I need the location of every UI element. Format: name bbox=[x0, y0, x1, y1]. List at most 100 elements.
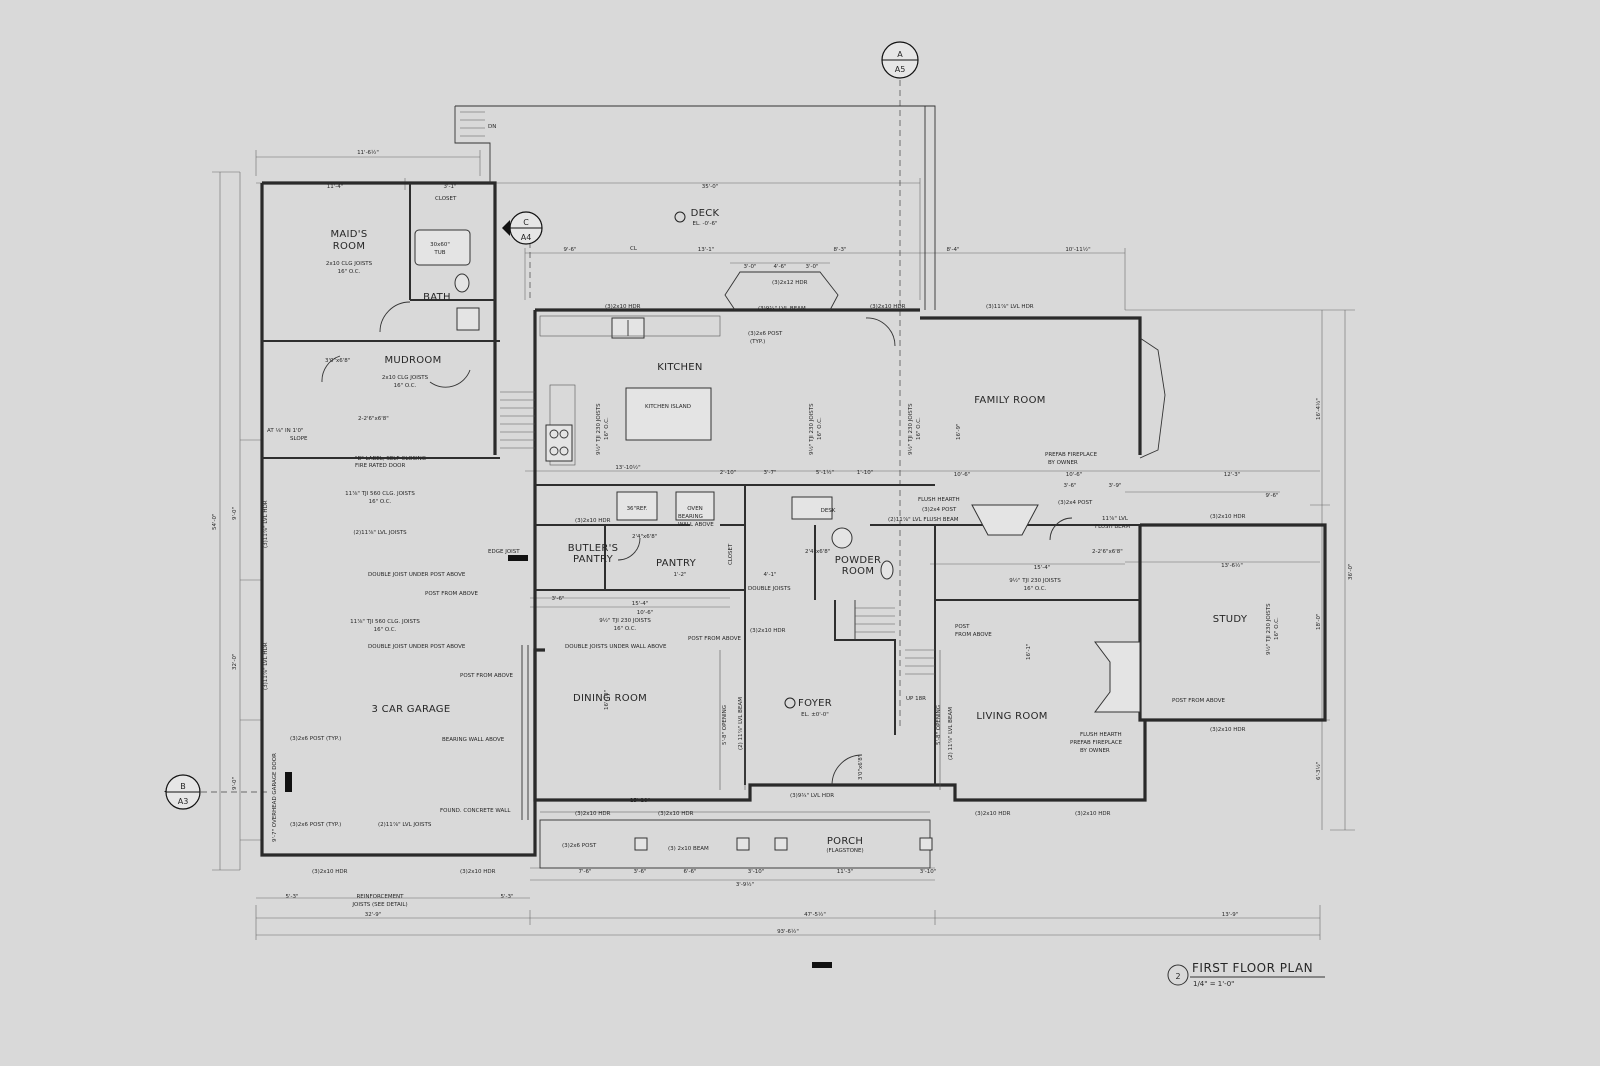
room-label-maids-2: ROOM bbox=[333, 241, 366, 252]
note: POST FROM ABOVE bbox=[688, 636, 741, 642]
dim: 9'-0" bbox=[232, 507, 238, 520]
dim: 11'-4" bbox=[327, 184, 344, 190]
note: 9½" TJI 230 JOISTS bbox=[808, 403, 815, 455]
dim: 12'-3" bbox=[1224, 472, 1241, 478]
note: 16" O.C. bbox=[1024, 586, 1047, 592]
note: BY OWNER bbox=[1048, 460, 1078, 466]
note: 2x10 CLG JOISTS bbox=[382, 375, 429, 381]
dim: 3'-10" bbox=[920, 869, 937, 875]
dimension-text: 11'-6½" 11'-4" 3'-1" 35'-0" 9'-6" 13'-1"… bbox=[212, 149, 1354, 935]
note: DOUBLE JOIST UNDER POST ABOVE bbox=[368, 644, 466, 650]
room-label-bath: BATH bbox=[423, 292, 451, 303]
room-label-powder-2: ROOM bbox=[842, 566, 875, 577]
note: 16" O.C. bbox=[916, 417, 922, 440]
note: 5'-8" OPENING bbox=[722, 705, 728, 745]
note: (3)2x10 HDR bbox=[750, 628, 786, 634]
note: FROM ABOVE bbox=[955, 632, 992, 638]
note: POST FROM ABOVE bbox=[425, 591, 478, 597]
note: FLUSH BEAM bbox=[1095, 524, 1130, 530]
deck-elevation: EL. -0'-6" bbox=[692, 221, 717, 227]
note: (3)2x10 HDR bbox=[575, 811, 611, 817]
note: (3)2x10 HDR bbox=[1210, 514, 1246, 520]
note: (3)11⅞" LVL HDR bbox=[263, 500, 269, 548]
dim: 11'-3" bbox=[837, 869, 854, 875]
section-marker-a3[interactable]: B A3 bbox=[164, 774, 201, 810]
note: DOUBLE JOISTS bbox=[748, 586, 791, 592]
note: REINFORCEMENT bbox=[356, 894, 404, 900]
note: (3)2x10 HDR bbox=[658, 811, 694, 817]
dim: 6'-6" bbox=[683, 869, 696, 875]
note: BY OWNER bbox=[1080, 748, 1110, 754]
dim: 3'-9½" bbox=[736, 881, 754, 888]
note: (3)11⅞" LVL HDR bbox=[986, 304, 1034, 310]
note: (3)2x10 HDR bbox=[460, 869, 496, 875]
dim: 32'-0" bbox=[232, 653, 238, 670]
porch-flagstone: (FLAGSTONE) bbox=[826, 848, 863, 854]
drawing-number: 2 bbox=[1175, 972, 1180, 981]
note: 16" O.C. bbox=[614, 626, 637, 632]
dim: 54'-0" bbox=[212, 513, 218, 530]
marker-letter: C bbox=[523, 218, 529, 227]
room-label-foyer: FOYER bbox=[798, 698, 832, 709]
dim: 3'-6" bbox=[633, 869, 646, 875]
note: SLOPE bbox=[290, 436, 308, 442]
structural-notes: 2x10 CLG JOISTS 16" O.C. 2x10 CLG JOISTS… bbox=[263, 124, 1280, 908]
dim: 5'-1½" bbox=[816, 469, 834, 476]
room-label-dining: DINING ROOM bbox=[573, 693, 647, 704]
dim: 5'-3" bbox=[500, 894, 513, 900]
note: (3)11⅞" LVL HDR bbox=[263, 642, 269, 690]
dim: 15'-4" bbox=[632, 601, 649, 607]
room-label-garage: 3 CAR GARAGE bbox=[372, 704, 451, 715]
dim: 15'-4" bbox=[1034, 565, 1051, 571]
room-label-closet: CLOSET bbox=[435, 196, 457, 202]
dim: 13'-10½" bbox=[615, 464, 640, 471]
note: POST bbox=[955, 624, 970, 630]
note: (3)2x4 POST bbox=[922, 507, 957, 513]
note: 2x10 CLG JOISTS bbox=[326, 261, 373, 267]
tub-label-2: TUB bbox=[433, 250, 445, 256]
dim: 9'-6" bbox=[563, 247, 576, 253]
note: 16" O.C. bbox=[338, 269, 361, 275]
note: (3)2x10 HDR bbox=[1210, 727, 1246, 733]
room-label-kitchen: KITCHEN bbox=[657, 362, 702, 373]
note: 16" O.C. bbox=[394, 383, 417, 389]
note: (3)2x10 HDR bbox=[575, 518, 611, 524]
note: (3) 2x10 BEAM bbox=[668, 846, 709, 852]
room-label-family: FAMILY ROOM bbox=[974, 395, 1045, 406]
note: FLUSH HEARTH bbox=[918, 497, 960, 503]
dim: 8'-3" bbox=[833, 247, 846, 253]
room-label-deck: DECK bbox=[691, 208, 720, 219]
note: 16" O.C. bbox=[369, 499, 392, 505]
note: CL bbox=[630, 246, 638, 252]
dim: 4'-6" bbox=[773, 264, 786, 270]
dim: 16'-9" bbox=[956, 423, 962, 440]
dim: 3'-0" bbox=[805, 264, 818, 270]
note: JOISTS (SEE DETAIL) bbox=[351, 902, 407, 908]
note: WALL ABOVE bbox=[678, 522, 714, 528]
dim: 15'-10" bbox=[630, 798, 650, 804]
note: BEARING WALL ABOVE bbox=[442, 737, 505, 743]
note: DN bbox=[488, 124, 496, 130]
drawing-title-text: FIRST FLOOR PLAN bbox=[1192, 961, 1313, 975]
note: (3)2x6 POST bbox=[748, 331, 783, 337]
note: 2-2'6"x6'8" bbox=[1092, 549, 1123, 555]
dim: 13'-6½" bbox=[1221, 562, 1243, 569]
dim: 16'-1" bbox=[1026, 643, 1032, 660]
note: DOUBLE JOISTS UNDER WALL ABOVE bbox=[565, 644, 667, 650]
drawing-title: 2 FIRST FLOOR PLAN 1/4" = 1'-0" bbox=[1167, 961, 1325, 988]
section-marker-a4[interactable]: C A4 bbox=[502, 211, 543, 245]
dim: 3'-6" bbox=[551, 596, 564, 602]
note: 3'0"x6'8" bbox=[325, 358, 350, 364]
section-marker-a5[interactable]: A A5 bbox=[881, 41, 919, 79]
note: FIRE RATED DOOR bbox=[355, 463, 405, 469]
note: (3)2x12 HDR bbox=[772, 280, 808, 286]
note: 16" O.C. bbox=[1274, 617, 1280, 640]
note: (3)2x10 HDR bbox=[870, 304, 906, 310]
note: (3)2x10 HDR bbox=[1075, 811, 1111, 817]
ref-label: 36"REF. bbox=[627, 506, 648, 512]
note: BEARING bbox=[678, 514, 703, 520]
note: "B" LABEL, SELF-CLOSING bbox=[355, 456, 426, 462]
room-labels: MAID'S ROOM BATH CLOSET 30x60" TUB MUDRO… bbox=[330, 196, 1247, 854]
note: EDGE JOIST bbox=[488, 549, 520, 555]
kitchen-island-label: KITCHEN ISLAND bbox=[645, 404, 691, 410]
